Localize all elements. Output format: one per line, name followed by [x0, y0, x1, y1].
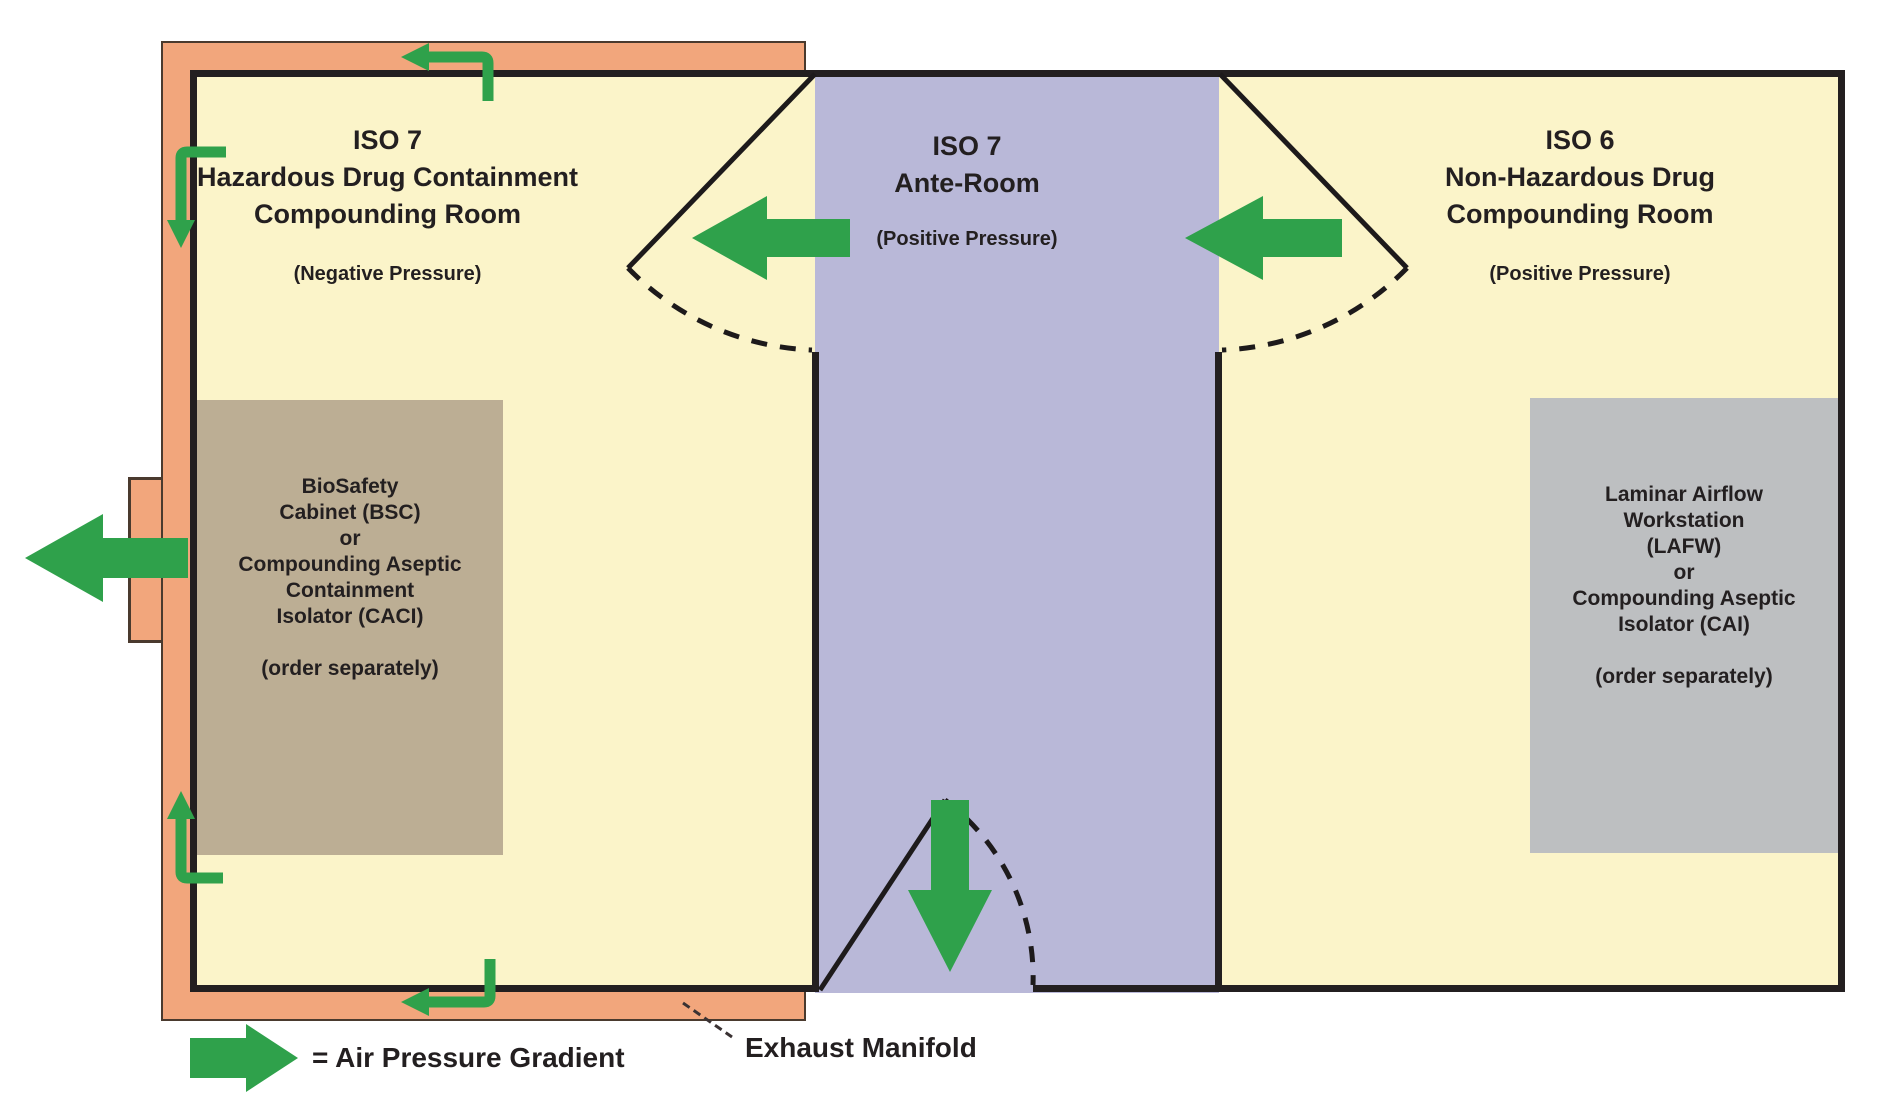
hazardous-room-name: Hazardous Drug Containment Compounding R… [196, 162, 579, 229]
wall-left [190, 70, 197, 992]
exhaust-duct-joint [166, 480, 176, 640]
ante-room-class: ISO 7 [932, 131, 1002, 161]
hazardous-room-title-block: ISO 7 Hazardous Drug Containment Compoun… [170, 122, 605, 286]
lafw-equipment-box: Laminar Airflow Workstation (LAFW) or Co… [1530, 398, 1838, 853]
wall-bottom-right [1033, 985, 1845, 992]
wall-bottom-left [190, 985, 818, 992]
non-hazardous-room-name: Non-Hazardous Drug Compounding Room [1445, 162, 1715, 229]
ante-room-pressure: (Positive Pressure) [876, 228, 1058, 250]
wall-right [1838, 70, 1845, 992]
non-hazardous-room-title-block: ISO 6 Non-Hazardous Drug Compounding Roo… [1335, 122, 1825, 286]
lafw-equipment-label: Laminar Airflow Workstation (LAFW) or Co… [1572, 483, 1796, 688]
ante-room-name: Ante-Room [894, 168, 1040, 198]
non-hazardous-room-class: ISO 6 [1545, 125, 1615, 155]
wall-ante-left [812, 352, 819, 992]
hazardous-room-class: ISO 7 [352, 125, 423, 155]
wall-top [190, 70, 1845, 77]
legend-arrow-icon [190, 1024, 298, 1092]
hazardous-room-pressure: (Negative Pressure) [293, 263, 482, 285]
legend-label: = Air Pressure Gradient [312, 1042, 625, 1073]
bsc-equipment-label: BioSafety Cabinet (BSC) or Compounding A… [238, 475, 462, 680]
wall-ante-right [1215, 352, 1222, 992]
exhaust-manifold-label: Exhaust Manifold [745, 1032, 977, 1063]
non-hazardous-room-pressure: (Positive Pressure) [1489, 263, 1671, 285]
ante-room-title-block: ISO 7 Ante-Room (Positive Pressure) [815, 128, 1119, 251]
bsc-equipment-box: BioSafety Cabinet (BSC) or Compounding A… [197, 400, 503, 855]
